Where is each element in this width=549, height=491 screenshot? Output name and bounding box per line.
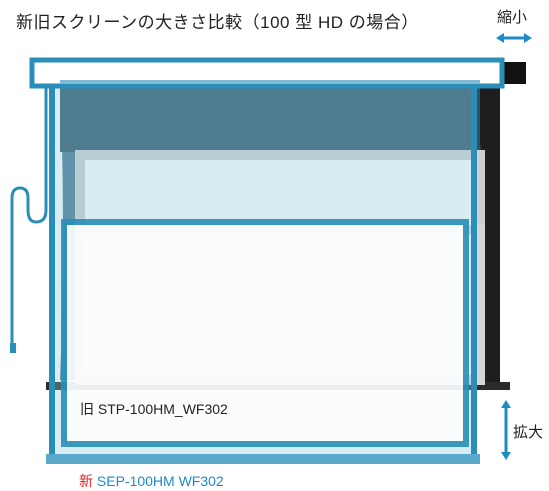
old-screen-prefix: 旧: [80, 401, 94, 417]
new-screen-prefix: 新: [79, 473, 93, 489]
new-screen-display: [61, 219, 469, 447]
new-screen-bottom-bar: [46, 454, 480, 464]
shrink-label: 縮小: [497, 9, 528, 26]
expand-arrow-icon: [501, 400, 511, 460]
new-screen-model: SEP-100HM WF302: [96, 473, 224, 489]
new-screen-label: 新 SEP-100HM WF302: [79, 471, 224, 491]
page-title: 新旧スクリーンの大きさ比較（100 型 HD の場合）: [16, 13, 419, 32]
old-screen-model: STP-100HM_WF302: [97, 401, 228, 417]
casing-inner-line: [60, 80, 480, 84]
pull-cord-handle: [10, 343, 16, 353]
pull-cord: [10, 86, 48, 345]
shrink-arrow-icon: [496, 33, 532, 43]
old-screen-housing-end: [500, 62, 526, 84]
old-screen-label: 旧 STP-100HM_WF302: [80, 399, 228, 419]
old-screen-top-band: [60, 80, 480, 152]
expand-label: 拡大: [513, 424, 544, 441]
